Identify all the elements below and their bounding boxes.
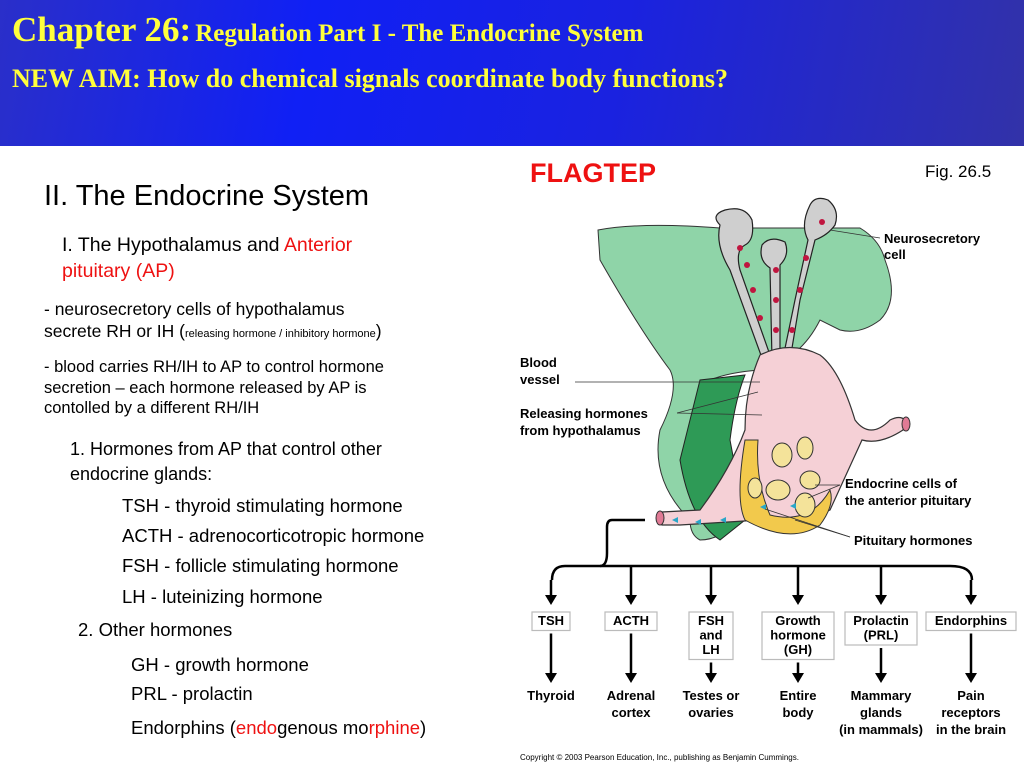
arrow-target-head (875, 673, 887, 683)
pituitary-hormone-triangles (672, 503, 796, 525)
section-heading: II. The Endocrine System (44, 180, 370, 212)
list1-heading: 1. Hormones from AP that control other e… (70, 439, 382, 484)
hormone-box (925, 611, 1017, 632)
slide-header: Chapter 26: Regulation Part I - The Endo… (0, 0, 1024, 146)
neurosecretory-cell-label-2: cell (884, 247, 906, 262)
hormone-box (531, 611, 571, 632)
hormone-box-label: hormone (770, 628, 826, 643)
pituitary-hormones-label: Pituitary hormones (854, 533, 972, 548)
hormone-box-label: ACTH (613, 613, 649, 628)
target-organ-label: receptors (941, 705, 1000, 720)
hormone-box-label: (PRL) (864, 628, 899, 643)
target-organ-label: Testes or (683, 688, 740, 703)
hormone-box (688, 611, 734, 661)
mnemonic-label: FLAGTEP (530, 158, 656, 188)
hormone-box-label: FSH (698, 613, 724, 628)
arrow-down-head (792, 595, 804, 605)
arrow-down-head (965, 595, 977, 605)
arrow-down-head (545, 595, 557, 605)
arrow-down-head (875, 595, 887, 605)
bullet-neurosecretory: - neurosecretory cells of hypothalamus s… (44, 299, 382, 341)
target-organ-label: Pain (957, 688, 985, 703)
branch-connector (550, 518, 645, 581)
copyright-notice: Copyright © 2003 Pearson Education, Inc.… (520, 753, 799, 762)
portal-blood-vessel (661, 346, 906, 526)
hormone-box (844, 611, 918, 646)
hormone-box-label: Growth (775, 613, 821, 628)
hormone-box-label: Endorphins (935, 613, 1007, 628)
blood-vessel-label: Blood (520, 355, 557, 370)
target-organ-label: (in mammals) (839, 722, 923, 737)
hormone-box (761, 611, 835, 661)
target-organ-label: in the brain (936, 722, 1006, 737)
target-organ-label: ovaries (688, 705, 734, 720)
target-organ-label: glands (860, 705, 902, 720)
arrow-target-head (792, 673, 804, 683)
hormone-box-label: LH (702, 642, 719, 657)
endocrine-cells (747, 436, 821, 518)
target-organ-label: Thyroid (527, 688, 575, 703)
endocrine-cells-label: Endocrine cells of (845, 476, 958, 491)
list-item: PRL - prolactin (131, 683, 253, 704)
hormone-box-label: and (699, 628, 722, 643)
endocrine-cells-label-2: the anterior pituitary (845, 493, 972, 508)
blood-vessel-label-2: vessel (520, 372, 560, 387)
hormone-box-label: Prolactin (853, 613, 909, 628)
bullet-blood: - blood carries RH/IH to AP to control h… (44, 358, 384, 417)
hormone-box (604, 611, 658, 632)
list-item: GH - growth hormone (131, 654, 309, 675)
arrow-down-head (625, 595, 637, 605)
target-organ-label: body (782, 705, 814, 720)
arrow-target-head (545, 673, 557, 683)
arrow-target-head (705, 673, 717, 683)
target-organ-label: cortex (611, 705, 651, 720)
list-item-endorphins: Endorphins (endogenous morphine) (131, 717, 427, 738)
releasing-hormones-label: Releasing hormones (520, 406, 648, 421)
neurosecretory-cell-label: Neurosecretory (884, 231, 981, 246)
figure-number: Fig. 26.5 (925, 162, 992, 181)
list-item: FSH - follicle stimulating hormone (122, 555, 399, 576)
list2-heading: 2. Other hormones (78, 619, 233, 640)
hormone-box-label: (GH) (784, 642, 812, 657)
hormone-box-label: TSH (538, 613, 564, 628)
target-organ-label: Entire (780, 688, 817, 703)
subsection-heading: I. The Hypothalamus and Anterior pituita… (62, 234, 353, 282)
list-item: LH - luteinizing hormone (122, 586, 323, 607)
releasing-hormones-label-2: from hypothalamus (520, 423, 641, 438)
arrow-down-head (705, 595, 717, 605)
target-organ-label: Mammary (851, 688, 912, 703)
list-item: TSH - thyroid stimulating hormone (122, 495, 403, 516)
anterior-pituitary (739, 439, 832, 535)
arrow-target-head (625, 673, 637, 683)
aim-title: NEW AIM: How do chemical signals coordin… (12, 64, 729, 93)
target-organ-label: Adrenal (607, 688, 655, 703)
arrow-target-head (965, 673, 977, 683)
list-item: ACTH - adrenocorticotropic hormone (122, 525, 425, 546)
chapter-title: Chapter 26: Regulation Part I - The Endo… (12, 10, 644, 49)
